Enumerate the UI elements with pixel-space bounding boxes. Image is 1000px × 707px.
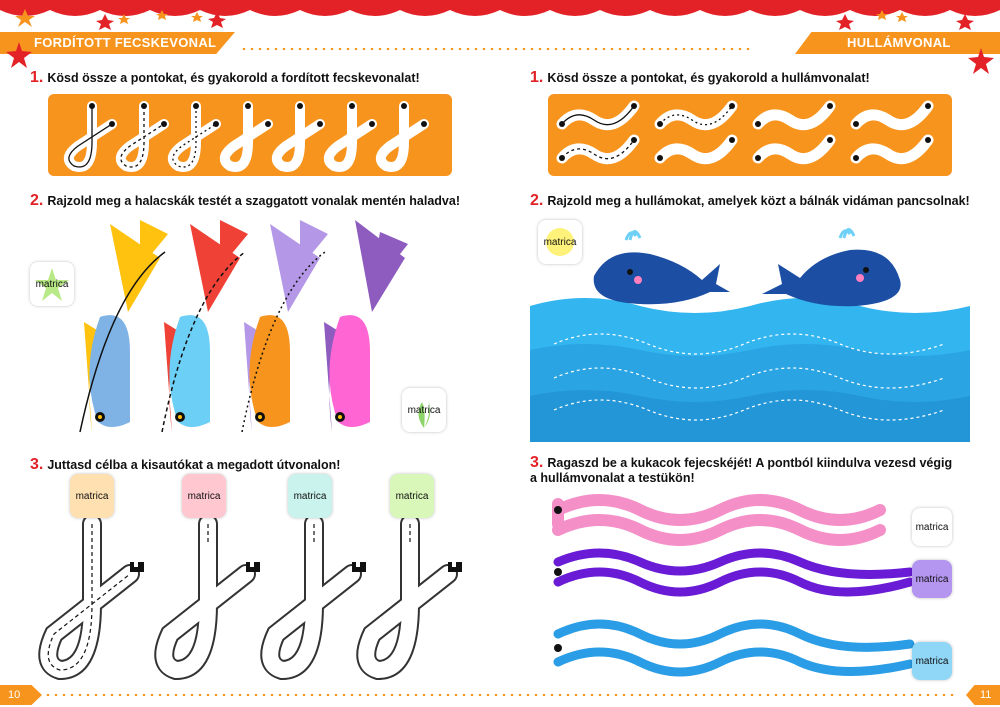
exercise-text: Kösd össze a pontokat, és gyakorold a hu… — [547, 71, 870, 85]
page-number-right: 11 — [966, 685, 1000, 705]
sticker-label: matrica — [915, 655, 949, 667]
exercise-text: Kösd össze a pontokat, és gyakorold a fo… — [47, 71, 420, 85]
right-section-banner: HULLÁMVONAL — [795, 32, 1000, 54]
sticker-label: matrica — [407, 404, 441, 416]
exercise-1-instruction-right: 1.Kösd össze a pontokat, és gyakorold a … — [530, 70, 870, 86]
exercise-2-instruction-right: 2.Rajzold meg a hullámokat, amelyek közt… — [530, 193, 970, 209]
race-tracks — [38, 514, 462, 681]
sticker-label: matrica — [543, 236, 577, 248]
car-sticker-placeholder[interactable]: matrica — [390, 474, 434, 518]
top-border — [0, 0, 1000, 30]
exercise-text: Juttasd célba a kisautókat a megadott út… — [47, 458, 341, 472]
seaweed-icon — [418, 400, 431, 428]
starfish-icon — [35, 268, 69, 301]
worm-head-sticker[interactable]: matrica — [912, 560, 952, 598]
dotted-rule — [240, 48, 750, 50]
sticker-label: matrica — [395, 490, 429, 502]
sticker-label: matrica — [35, 278, 69, 290]
sticker-placeholder[interactable]: matrica — [402, 388, 446, 432]
exercise-number: 1. — [30, 69, 44, 86]
car-sticker-placeholder[interactable]: matrica — [182, 474, 226, 518]
car-sticker-placeholder[interactable]: matrica — [288, 474, 332, 518]
worm-head-sticker[interactable]: matrica — [912, 508, 952, 546]
page-number-left: 10 — [0, 685, 42, 705]
sticker-label: matrica — [293, 490, 327, 502]
exercise-number: 3. — [30, 456, 44, 473]
exercise-number: 3. — [530, 454, 544, 471]
sticker-placeholder[interactable]: matrica — [538, 220, 582, 264]
sticker-label: matrica — [187, 490, 221, 502]
sticker-label: matrica — [915, 573, 949, 585]
sticker-placeholder[interactable]: matrica — [30, 262, 74, 306]
sun-icon — [546, 228, 574, 256]
exercise-3-instruction: 3.Juttasd célba a kisautókat a megadott … — [30, 457, 340, 473]
whale-left — [593, 230, 730, 305]
exercise-number: 2. — [530, 192, 544, 209]
exercise-number: 2. — [30, 192, 44, 209]
star-icon — [6, 42, 32, 68]
exercise-text: Rajzold meg a hullámokat, amelyek közt a… — [547, 194, 970, 208]
worm-paths — [552, 494, 915, 677]
sticker-label: matrica — [75, 490, 109, 502]
whale-right — [762, 228, 901, 307]
wave-practice-panel — [548, 94, 952, 176]
fish-drawing-area — [79, 220, 408, 433]
dotted-rule — [44, 694, 956, 696]
star-icon — [968, 48, 994, 74]
exercise-3-instruction-right: 3.Ragaszd be a kukacok fejecskéjét! A po… — [530, 455, 960, 486]
exercise-text: Rajzold meg a halacskák testét a szaggat… — [47, 194, 460, 208]
sea-with-whales — [530, 228, 970, 442]
swallow-practice-panel — [48, 94, 452, 176]
worm-head-sticker[interactable]: matrica — [912, 642, 952, 680]
car-sticker-placeholder[interactable]: matrica — [70, 474, 114, 518]
exercise-text: Ragaszd be a kukacok fejecskéjét! A pont… — [530, 456, 953, 485]
exercise-2-instruction: 2.Rajzold meg a halacskák testét a szagg… — [30, 193, 460, 209]
exercise-1-instruction: 1.Kösd össze a pontokat, és gyakorold a … — [30, 70, 420, 86]
sticker-label: matrica — [915, 521, 949, 533]
exercise-number: 1. — [530, 69, 544, 86]
left-section-banner: FORDÍTOTT FECSKEVONAL — [0, 32, 235, 54]
